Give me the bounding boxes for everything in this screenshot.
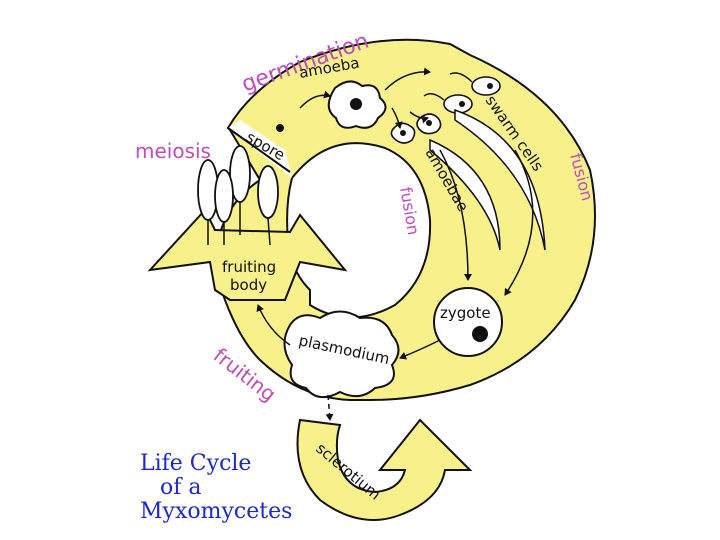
amoeba-nucleus: [350, 98, 362, 110]
fruiting-body-arrow: [147, 208, 348, 301]
sporangia-group: [197, 145, 279, 246]
fruiting-body-label-line2: body: [230, 276, 267, 294]
diagram-title-line2: of a: [160, 475, 202, 500]
zygote-cell: [433, 287, 503, 357]
swarm-cells-group: [423, 72, 501, 114]
zygote-label: zygote: [440, 304, 491, 322]
diagram-title-line3: Myxomycetes: [140, 499, 292, 524]
swarm-streak-2: [454, 108, 546, 251]
sclerotium-hook-arrow: [296, 418, 473, 521]
meiosis-label: meiosis: [135, 139, 211, 163]
cycle-arrows: [256, 67, 534, 421]
plasmodium-blob: [283, 310, 400, 399]
diagram-title-line1: Life Cycle: [140, 451, 251, 476]
amoebae-group: [390, 113, 442, 144]
zygote-nucleus: [472, 326, 488, 342]
spore-dot: [276, 124, 284, 132]
spore-notch: [228, 120, 292, 178]
fruiting-body-label-line1: fruiting: [222, 258, 276, 276]
swarm-streak-1: [429, 138, 501, 251]
